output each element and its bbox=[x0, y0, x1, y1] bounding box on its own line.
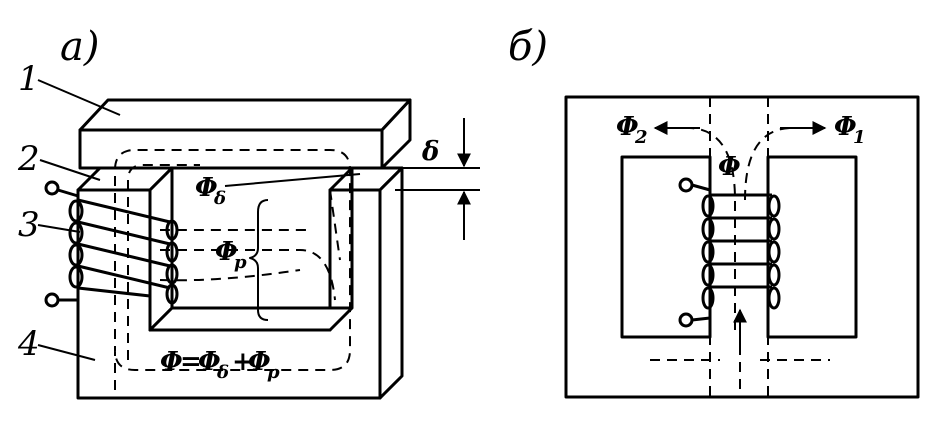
gap-symbol: δ bbox=[421, 137, 439, 167]
callout-leaders bbox=[37, 79, 361, 361]
callout-1: 1 bbox=[18, 59, 40, 99]
flux-total-t1sub: δ bbox=[216, 362, 229, 383]
flux-right-sub: 1 bbox=[853, 127, 866, 148]
flux-total-label: Φ = Φ δ + Φ p bbox=[160, 347, 280, 383]
flux-leak-label: Φ bbox=[215, 237, 238, 267]
gap-dimension bbox=[395, 118, 480, 240]
figure-b-labels: б) Φ Φ 2 Φ 1 bbox=[508, 24, 866, 182]
figure-b-title: б) bbox=[508, 24, 548, 70]
figure-b bbox=[564, 95, 920, 399]
core-b-window-right bbox=[766, 155, 858, 339]
core-b-window-left bbox=[620, 155, 712, 339]
flux-left-label: Φ bbox=[616, 112, 639, 142]
figure-a-labels: а) 1 2 3 4 δ Φ δ Φ p Φ = Φ δ + Φ p bbox=[17, 24, 439, 383]
coil-b bbox=[678, 177, 781, 328]
callout-2: 2 bbox=[17, 139, 40, 179]
flux-total-t2: Φ bbox=[248, 347, 271, 377]
flux-arrows-b bbox=[653, 121, 827, 345]
flux-total-t1: Φ bbox=[198, 347, 221, 377]
flux-left-sub: 2 bbox=[634, 127, 648, 148]
core-u bbox=[76, 166, 404, 400]
flux-total-eq: = bbox=[180, 347, 202, 377]
flux-paths-a bbox=[114, 149, 351, 390]
flux-center-label: Φ bbox=[718, 152, 741, 182]
flux-gap-sub: δ bbox=[213, 188, 226, 209]
flux-total-lhs: Φ bbox=[160, 347, 183, 377]
callout-4: 4 bbox=[17, 324, 40, 364]
figure-a-title: а) bbox=[60, 24, 99, 70]
flux-leak-sub: p bbox=[234, 252, 247, 273]
flux-right-label: Φ bbox=[834, 112, 857, 142]
flux-total-t2sub: p bbox=[267, 362, 280, 383]
flux-gap-label: Φ bbox=[195, 173, 218, 203]
figure-a bbox=[37, 79, 480, 400]
callout-3: 3 bbox=[18, 205, 40, 245]
armature-bar bbox=[78, 98, 412, 170]
coil-a bbox=[44, 180, 179, 308]
flux-total-plus: + bbox=[232, 347, 254, 377]
leak-brace bbox=[249, 199, 269, 321]
